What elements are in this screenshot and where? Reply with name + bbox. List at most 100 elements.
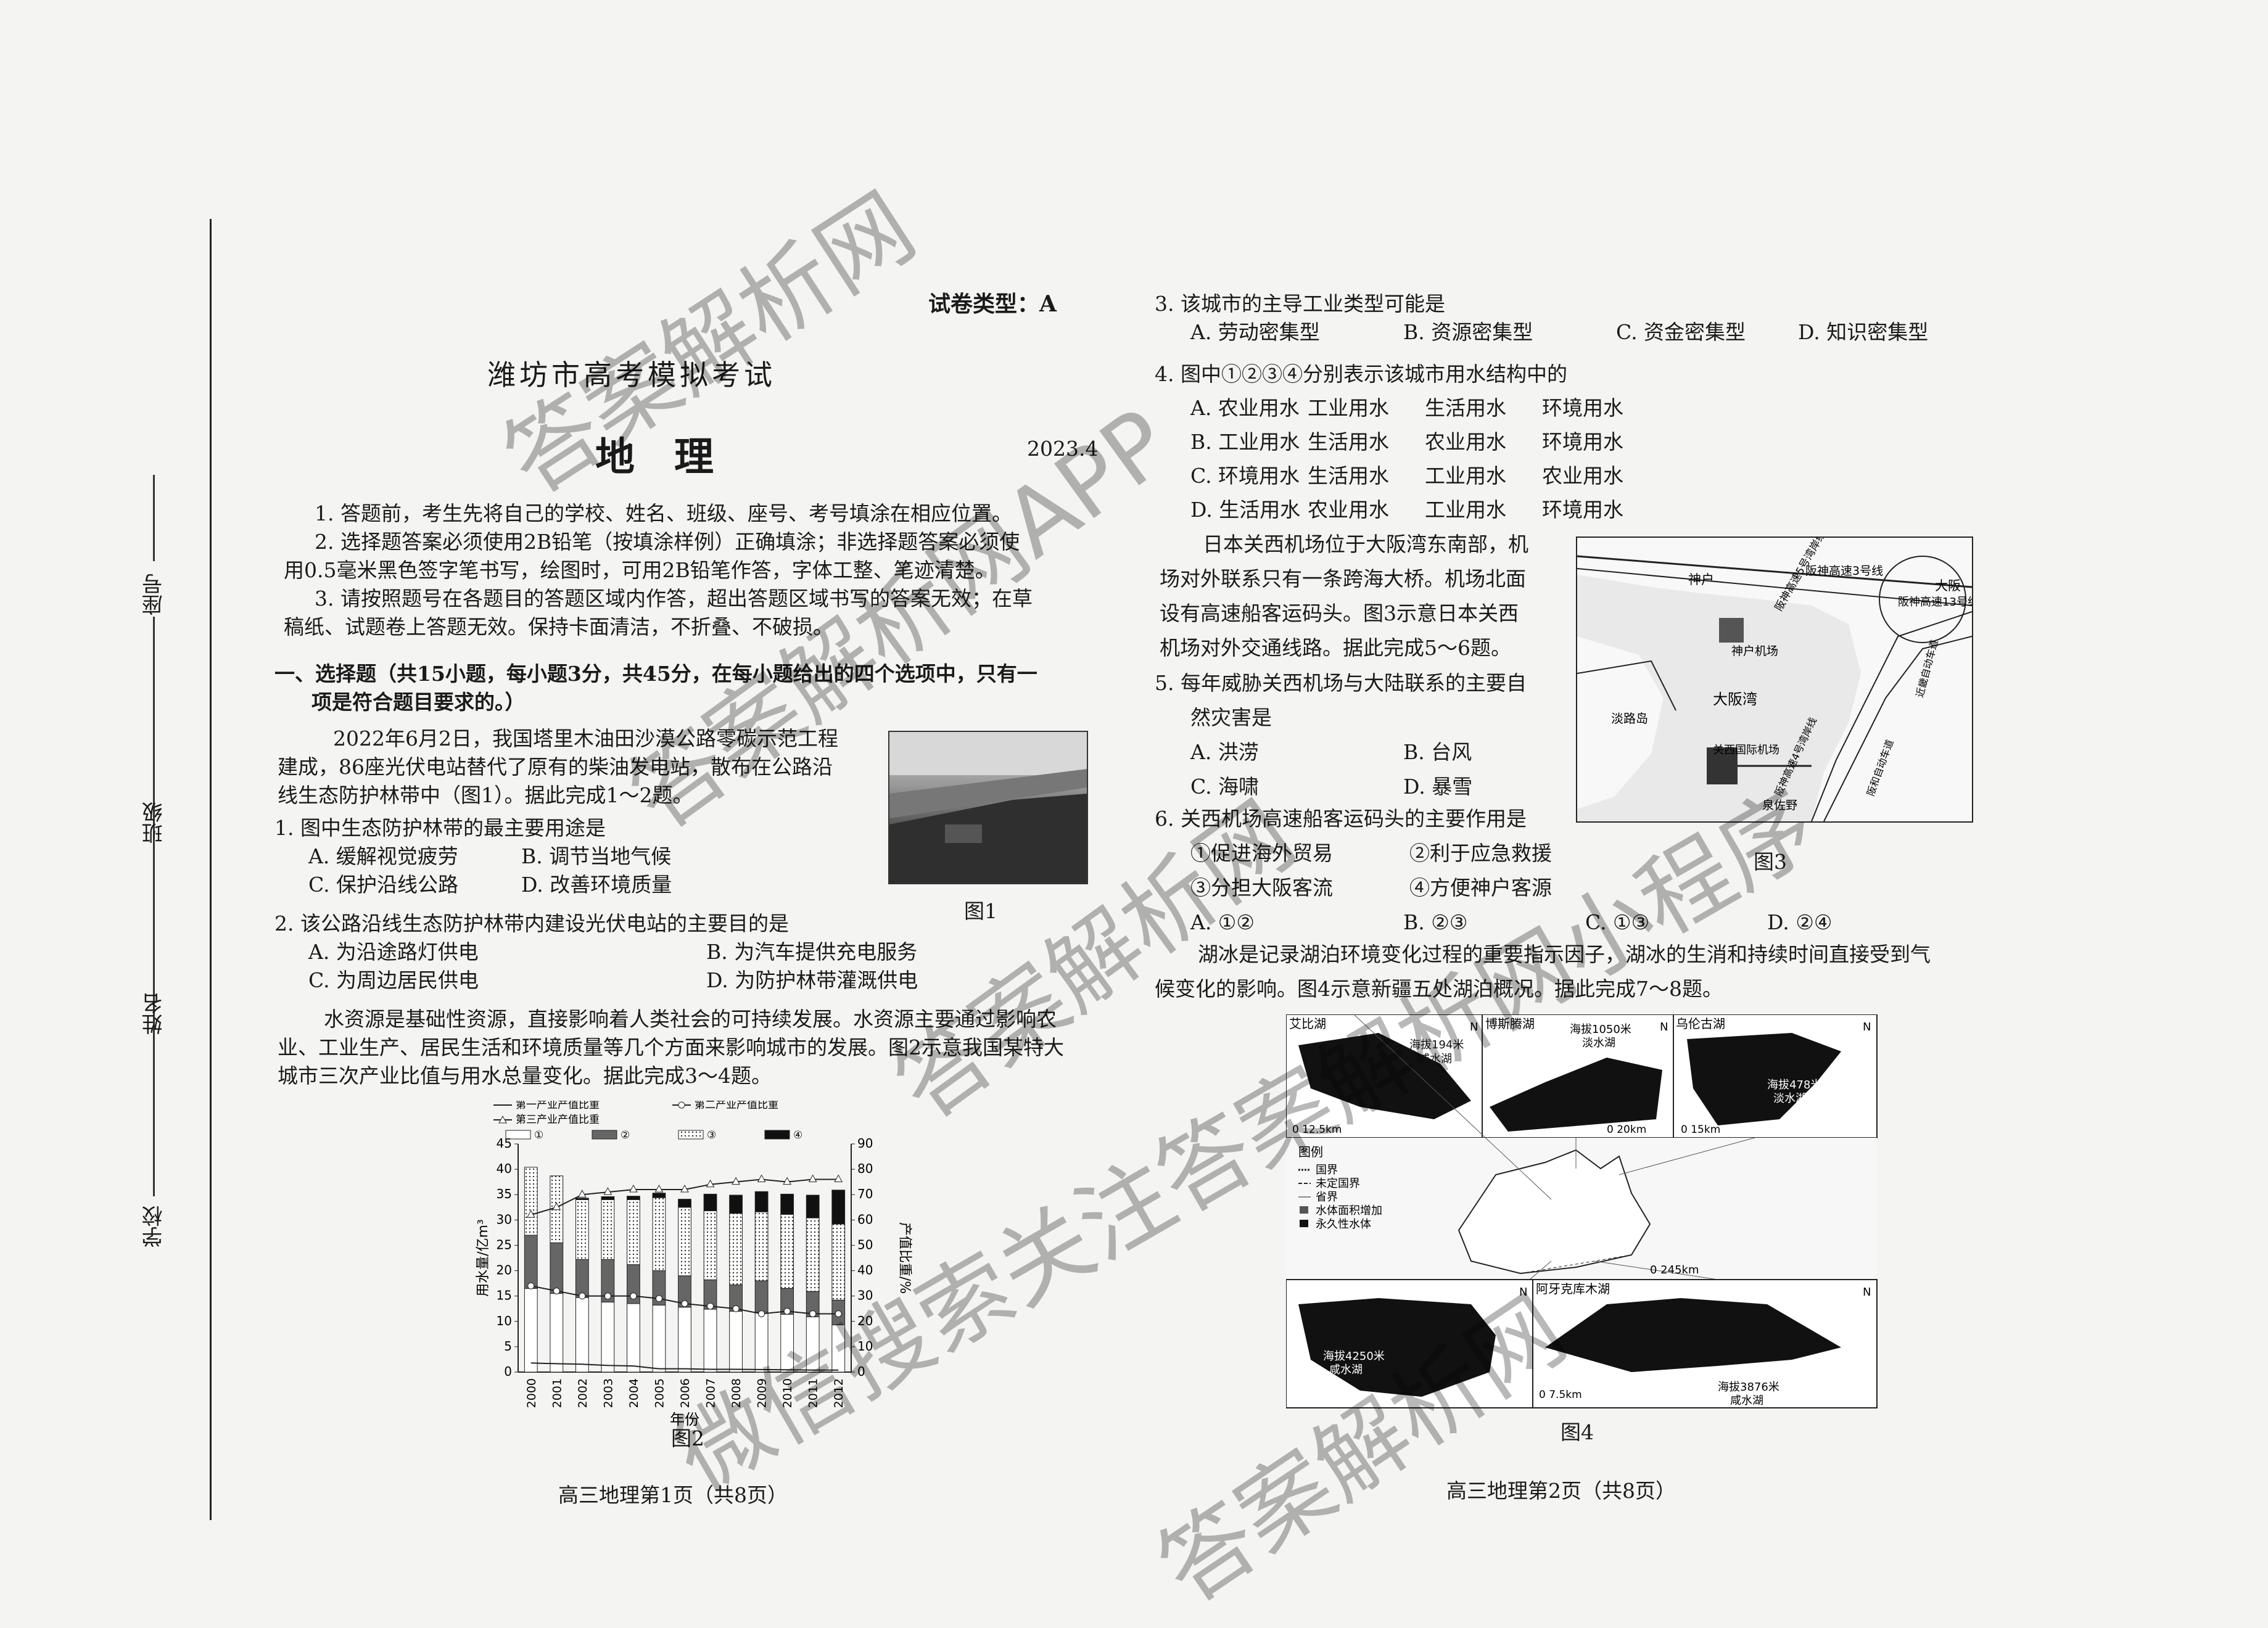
subject-title: 地 理	[595, 434, 714, 480]
series-point	[783, 1307, 791, 1315]
option-cell: 工业用水	[1308, 396, 1389, 420]
question-3: 3. 该城市的主导工业类型可能是 A. 劳动密集型 B. 资源密集型 C. 资金密集…	[1155, 290, 1928, 347]
bar-segment	[627, 1303, 640, 1373]
option-c[interactable]: C. 环境用水生活用水工业用水农业用水	[1155, 459, 1623, 493]
option-cell: 工业用水	[1425, 464, 1506, 488]
seat-blank[interactable]	[153, 475, 155, 561]
legend-swatch	[678, 1130, 704, 1140]
passage-line: 机场对外交通线路。据此完成5～6题。	[1160, 636, 1511, 660]
question-4: 4. 图中①②③④分别表示该城市用水结构中的 A. 农业用水工业用水生活用水环境…	[1155, 358, 1623, 527]
option-c[interactable]: C. 海啸	[1190, 775, 1260, 799]
legend-marker	[498, 1115, 507, 1124]
bar-segment	[550, 1242, 564, 1294]
y2-axis-title: 产值比重/%	[897, 1222, 912, 1294]
question-stem: 3. 该城市的主导工业类型可能是	[1155, 292, 1445, 316]
scale-bar: 0 12.5km	[1292, 1124, 1342, 1136]
option-b[interactable]: B. 为汽车提供充电服务	[706, 940, 918, 964]
passage-line: 水资源是基础性资源，直接影响着人类社会的可持续发展。水资源主要通过影响农	[324, 1007, 1057, 1031]
option-d[interactable]: D. 为防护林带灌溉供电	[706, 968, 918, 992]
question-stem: 2. 该公路沿线生态防护林带内建设光伏电站的主要目的是	[274, 911, 789, 935]
option-b[interactable]: B. ②③	[1403, 910, 1468, 934]
series-point	[732, 1305, 740, 1312]
option-c[interactable]: C. 资金密集型	[1616, 320, 1746, 344]
passage-line: 场对外联系只有一条跨海大桥。机场北面	[1160, 567, 1526, 591]
legend-label: ④	[793, 1129, 802, 1141]
x-tick-label: 2009	[756, 1378, 769, 1408]
option-cell: 生活用水	[1308, 464, 1389, 488]
x-tick-label: 2000	[525, 1378, 538, 1408]
north-arrow-icon: N	[1863, 1021, 1871, 1034]
bar-segment	[780, 1214, 794, 1289]
bar-segment	[678, 1307, 691, 1373]
series-point	[604, 1293, 611, 1300]
bar-segment	[754, 1280, 769, 1313]
y2-tick-label: 60	[857, 1212, 873, 1227]
series-point	[552, 1202, 561, 1211]
passage-line: 设有高速船客运码头。图3示意日本关西	[1160, 601, 1519, 625]
lake-name: 阿牙克库木湖	[1536, 1281, 1610, 1296]
lake-info: 咸水湖	[1419, 1053, 1452, 1066]
name-label: 姓名	[142, 993, 167, 1035]
option-cell: 生活用水	[1425, 396, 1506, 420]
series-point	[809, 1310, 817, 1317]
option-b[interactable]: B. 资源密集型	[1403, 320, 1533, 344]
option-a[interactable]: A. ①②	[1190, 910, 1255, 934]
legend-label: 第三产业产值比重	[516, 1114, 600, 1126]
bar-segment	[575, 1199, 589, 1260]
series-point	[758, 1310, 765, 1317]
lake-info: 咸水湖	[1730, 1394, 1763, 1407]
option-d[interactable]: D. 生活用水农业用水工业用水环境用水	[1155, 493, 1623, 527]
bar-segment	[678, 1199, 691, 1208]
option-d[interactable]: D. 暴雪	[1403, 775, 1473, 799]
legend-label: ③	[707, 1129, 716, 1141]
statement: ②利于应急救援	[1409, 841, 1552, 865]
instructions: 1. 答题前，考生先将自己的学校、姓名、班级、座号、考号填涂在相应位置。 2. …	[284, 500, 1033, 641]
option-d[interactable]: D. 改善环境质量	[521, 873, 672, 897]
option-a[interactable]: A. 缓解视觉疲劳	[308, 844, 458, 868]
exam-date: 2023.4	[1027, 437, 1099, 461]
figure-3-caption: 图3	[1754, 850, 1787, 874]
option-a[interactable]: A. 洪涝	[1190, 740, 1259, 764]
option-b[interactable]: B. 调节当地气候	[521, 844, 672, 868]
north-arrow-icon: N	[1660, 1021, 1668, 1034]
option-c[interactable]: C. ①③	[1585, 910, 1650, 934]
option-a[interactable]: A. 劳动密集型	[1190, 320, 1320, 344]
y-tick-label: 20	[497, 1263, 512, 1278]
bar-segment	[703, 1193, 717, 1212]
series-point	[629, 1184, 638, 1193]
school-blank[interactable]	[153, 931, 155, 1196]
y2-tick-label: 40	[857, 1263, 873, 1278]
option-d[interactable]: D. ②④	[1767, 910, 1833, 934]
option-b[interactable]: B. 台风	[1403, 740, 1472, 764]
legend-label: ①	[534, 1129, 543, 1141]
passage-line: 日本关西机场位于大阪湾东南部，机	[1203, 532, 1528, 556]
option-cell: 农业用水	[1425, 430, 1506, 454]
name-blank[interactable]	[153, 703, 155, 974]
series-point	[757, 1174, 766, 1183]
option-b[interactable]: B. 工业用水生活用水农业用水环境用水	[1155, 425, 1623, 459]
option-c[interactable]: C. 保护沿线公路	[308, 873, 459, 897]
class-blank[interactable]	[153, 617, 155, 789]
option-a[interactable]: A. 为沿途路灯供电	[308, 940, 479, 964]
series-point	[579, 1293, 586, 1300]
map-label: 大阪湾	[1713, 691, 1757, 708]
passage-line: 湖冰是记录湖泊环境变化过程的重要指示因子，湖冰的生消和持续时间直接受到气	[1198, 942, 1931, 966]
figure-2-caption: 图2	[671, 1426, 704, 1450]
bar-segment	[831, 1190, 846, 1225]
y-tick-label: 30	[497, 1212, 512, 1227]
legend-swatch	[505, 1130, 531, 1140]
map-label: 泉佐野	[1762, 799, 1797, 812]
bar-segment	[729, 1213, 743, 1286]
bar-segment	[601, 1302, 615, 1373]
option-d[interactable]: D. 知识密集型	[1798, 320, 1929, 344]
option-c[interactable]: C. 为周边居民供电	[308, 968, 479, 992]
class-label: 班级	[142, 802, 167, 844]
option-a[interactable]: A. 农业用水工业用水生活用水环境用水	[1155, 391, 1623, 425]
lake-info: 海拔1050米	[1570, 1023, 1631, 1036]
y2-tick-label: 10	[857, 1339, 873, 1354]
school-label: 学校	[142, 1206, 167, 1248]
y-tick-label: 15	[497, 1288, 512, 1303]
osaka-bay-map: 阪神高速3号线 阪神高速5号湾岸线 神户 大阪 阪神高速13号线 神户机场 大阪…	[1577, 528, 1979, 822]
